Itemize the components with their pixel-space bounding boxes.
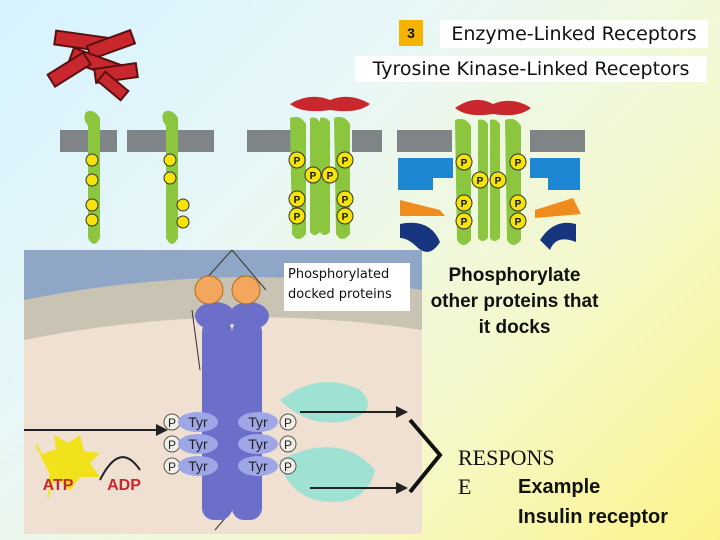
response-label-line2: E <box>458 474 472 499</box>
phosphate-group-docked: P P P P P P P P <box>455 153 527 230</box>
p-label: P <box>495 176 502 187</box>
p-label: P <box>342 195 349 206</box>
insulin-receptor-label: Insulin receptor <box>518 506 669 528</box>
docked-label-line1: Phosphorylated <box>288 267 390 282</box>
p-label: P <box>284 416 292 430</box>
tyr-label: Tyr <box>248 436 268 452</box>
response-bracket <box>408 418 443 494</box>
slide-number-badge: 3 <box>399 20 423 46</box>
p-label: P <box>310 171 317 182</box>
p-label: P <box>168 438 176 452</box>
atp-label: ATP <box>43 477 74 494</box>
adp-label: ADP <box>107 477 141 494</box>
p-label: P <box>294 156 301 167</box>
ligand-pile-icon <box>46 28 139 102</box>
p-label: P <box>168 460 176 474</box>
p-label: P <box>461 217 468 228</box>
slide-title: Enzyme-Linked Receptors <box>440 20 708 48</box>
response-label-line1: RESPONS <box>458 445 555 470</box>
phosphorylate-line1: Phosphorylate <box>448 265 581 286</box>
slide-subtitle: Tyrosine Kinase-Linked Receptors <box>355 56 707 82</box>
p-label: P <box>515 199 522 210</box>
phosphate-group-dimer: P P P P P P P P <box>288 151 354 225</box>
p-label: P <box>327 171 334 182</box>
p-label: P <box>515 158 522 169</box>
receptor-dimer-docked <box>398 99 581 252</box>
tyr-label: Tyr <box>248 414 268 430</box>
receptor-inactive-left <box>84 110 190 244</box>
tyr-label: Tyr <box>188 414 208 430</box>
tyr-label: Tyr <box>248 458 268 474</box>
p-label: P <box>342 212 349 223</box>
p-label: P <box>477 176 484 187</box>
p-label: P <box>515 217 522 228</box>
tyr-label: Tyr <box>188 458 208 474</box>
p-label: P <box>294 195 301 206</box>
tyr-label: Tyr <box>188 436 208 452</box>
p-label: P <box>168 416 176 430</box>
tyrosine-residues: P Tyr P Tyr P Tyr Tyr P Tyr P Tyr P <box>163 412 297 476</box>
p-label: P <box>461 199 468 210</box>
membrane-strips <box>60 130 585 152</box>
p-label: P <box>284 438 292 452</box>
phosphorylate-caption: Phosphorylate other proteins that it doc… <box>412 263 617 341</box>
p-label: P <box>294 212 301 223</box>
docked-label-line2: docked proteins <box>288 287 392 302</box>
phosphorylate-line3: it docks <box>478 317 551 338</box>
p-label: P <box>342 156 349 167</box>
p-label: P <box>461 158 468 169</box>
docked-proteins-label: Phosphorylated docked proteins <box>284 263 410 311</box>
phosphorylate-line2: other proteins that <box>430 291 599 312</box>
p-label: P <box>284 460 292 474</box>
example-label: Example <box>518 476 601 498</box>
